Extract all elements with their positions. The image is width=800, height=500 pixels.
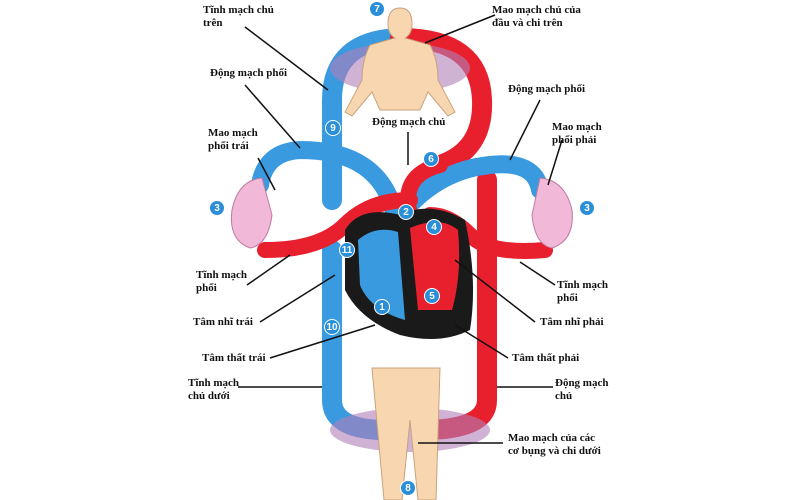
label-inferior-vena-cava: Tĩnh mạch chủ dưới bbox=[188, 377, 240, 402]
left-heart-chamber bbox=[358, 229, 405, 320]
label-upper-capillaries: Mao mạch chủ của đầu và chi trên bbox=[492, 4, 581, 29]
pulmonary-artery-left bbox=[251, 141, 404, 224]
number-marker: 6 bbox=[423, 151, 439, 167]
number-marker: 11 bbox=[339, 242, 355, 258]
number-marker: 7 bbox=[369, 1, 385, 17]
label-lower-capillaries: Mao mạch của các cơ bụng và chi dưới bbox=[508, 432, 601, 457]
number-marker: 3 bbox=[579, 200, 595, 216]
lower-body-figure bbox=[371, 367, 441, 500]
label-left-ventricle: Tâm thất trái bbox=[202, 352, 266, 364]
label-superior-vena-cava: Tĩnh mạch chủ trên bbox=[203, 4, 274, 29]
left-lung bbox=[230, 177, 273, 249]
right-lung bbox=[531, 177, 573, 249]
number-marker: 3 bbox=[209, 200, 225, 216]
label-pulmonary-artery-right: Động mạch phổi bbox=[508, 83, 586, 95]
right-heart-chamber bbox=[410, 221, 460, 310]
label-pulmonary-artery-left: Động mạch phổi bbox=[210, 67, 288, 79]
label-pulmonary-vein-right: Tĩnh mạch phổi bbox=[557, 279, 609, 304]
pulmonary-vein-left bbox=[257, 192, 418, 258]
label-lung-capillaries-left: Mao mạch phổi trái bbox=[208, 127, 258, 152]
number-marker: 2 bbox=[398, 204, 414, 220]
lower-capillaries bbox=[330, 408, 490, 452]
number-marker: 9 bbox=[325, 120, 341, 136]
number-marker: 1 bbox=[374, 299, 390, 315]
label-left-atrium: Tâm nhĩ trái bbox=[193, 316, 253, 328]
label-right-atrium: Tâm nhĩ phải bbox=[540, 316, 604, 328]
upper-body-figure bbox=[344, 7, 456, 117]
label-right-ventricle: Tâm thất phải bbox=[512, 352, 580, 364]
number-marker: 8 bbox=[400, 480, 416, 496]
upper-aorta bbox=[390, 28, 493, 175]
label-aorta-top: Động mạch chủ bbox=[372, 116, 446, 128]
label-lung-capillaries-right: Mao mạch phổi phải bbox=[552, 121, 602, 146]
pulmonary-artery-right bbox=[396, 155, 549, 219]
number-marker: 4 bbox=[426, 219, 442, 235]
label-pulmonary-vein-left: Tĩnh mạch phổi bbox=[196, 269, 248, 294]
number-marker: 10 bbox=[324, 319, 340, 335]
leader-lines bbox=[238, 14, 563, 444]
label-aorta-bottom: Động mạch chủ bbox=[555, 377, 609, 402]
number-marker: 5 bbox=[424, 288, 440, 304]
